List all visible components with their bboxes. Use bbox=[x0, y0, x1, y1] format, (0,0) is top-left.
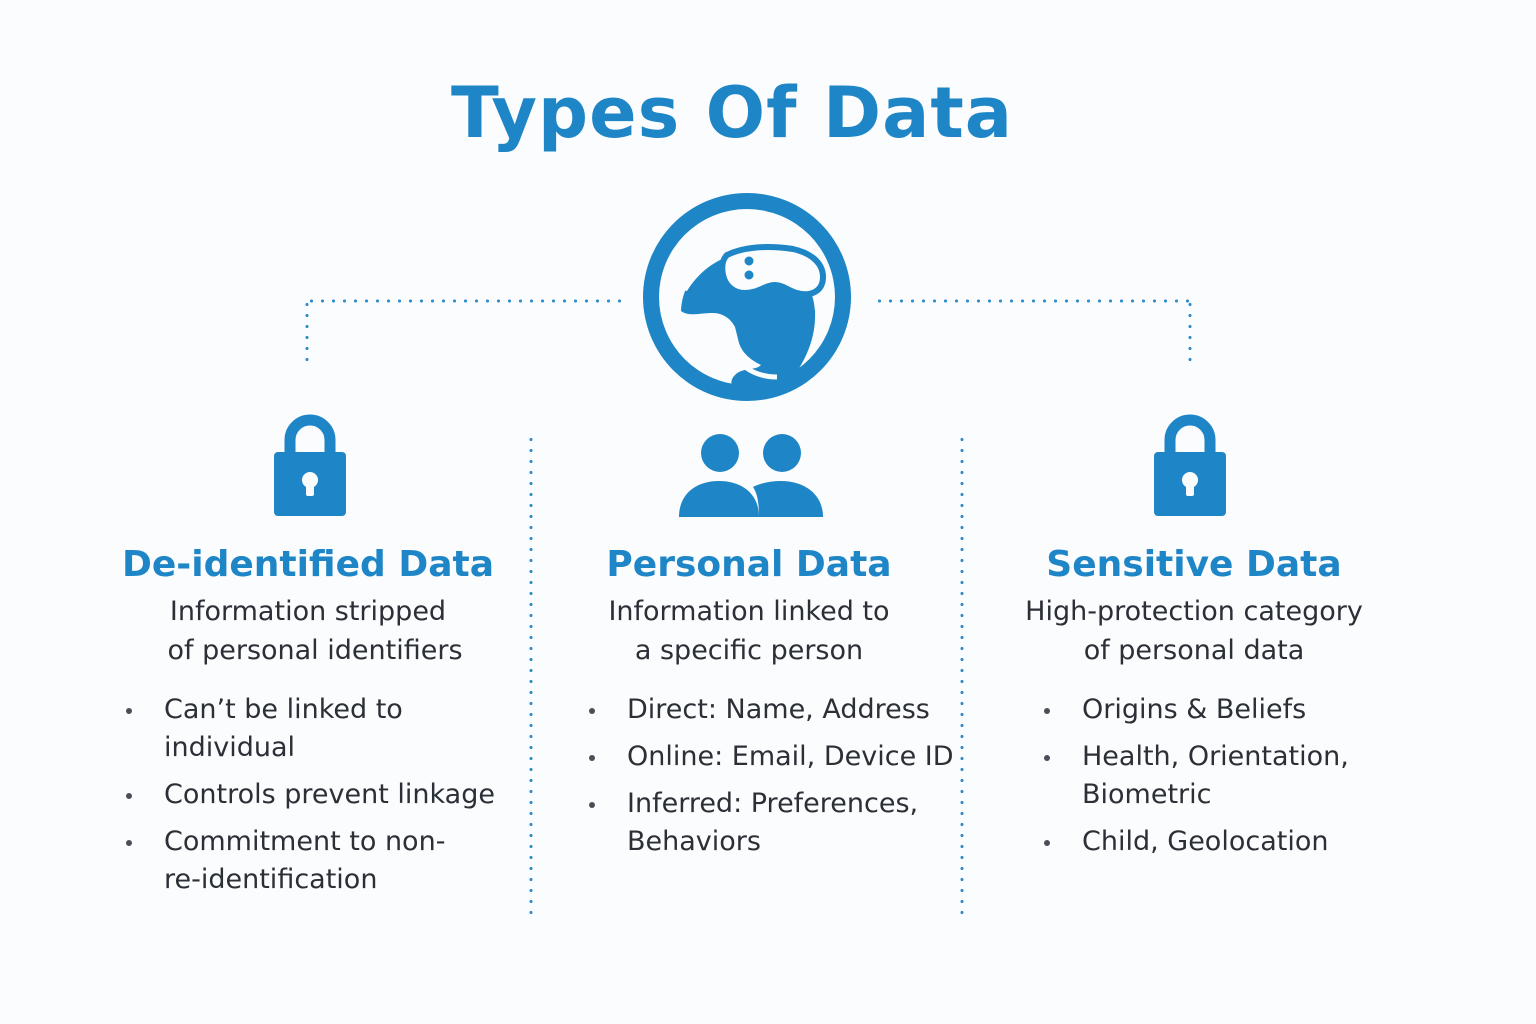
bullet-list: Direct: Name, Address Online: Email, Dev… bbox=[589, 691, 969, 870]
connector-left-horizontal bbox=[306, 299, 622, 303]
column-subtitle: High-protection category of personal dat… bbox=[984, 592, 1404, 670]
bullet-line: Direct: Name, Address bbox=[627, 694, 930, 725]
bullet-dot bbox=[126, 708, 132, 714]
bullet-list: Origins & Beliefs Health, Orientation, B… bbox=[1044, 691, 1404, 870]
bullet-list: Can’t be linked to individual Controls p… bbox=[126, 691, 526, 908]
lock-icon bbox=[1154, 414, 1226, 516]
list-item: Child, Geolocation bbox=[1044, 823, 1404, 861]
bullet-dot bbox=[589, 708, 595, 714]
list-item: Direct: Name, Address bbox=[589, 691, 969, 729]
list-item: Health, Orientation, Biometric bbox=[1044, 738, 1404, 814]
list-item: Origins & Beliefs bbox=[1044, 691, 1404, 729]
bullet-line: Health, Orientation, bbox=[1082, 741, 1349, 772]
list-item: Can’t be linked to individual bbox=[126, 691, 526, 767]
bullet-line: Can’t be linked to bbox=[164, 694, 403, 725]
bullet-dot bbox=[589, 802, 595, 808]
list-item: Inferred: Preferences, Behaviors bbox=[589, 785, 969, 861]
bullet-line: Commitment to non- bbox=[164, 826, 446, 857]
subtitle-line: High-protection category bbox=[1025, 596, 1363, 627]
bullet-line: Controls prevent linkage bbox=[164, 779, 495, 810]
list-item: Commitment to non- re-identification bbox=[126, 823, 526, 899]
bullet-line: Origins & Beliefs bbox=[1082, 694, 1307, 725]
subtitle-line: of personal data bbox=[1083, 635, 1305, 666]
people-icon bbox=[679, 434, 823, 517]
connector-right-vertical bbox=[1188, 299, 1192, 369]
connector-right-horizontal bbox=[874, 299, 1194, 303]
connector-left-vertical bbox=[305, 299, 309, 369]
bullet-line: Behaviors bbox=[627, 826, 761, 857]
subtitle-line: a specific person bbox=[634, 635, 864, 666]
bullet-line: Online: Email, Device ID bbox=[627, 741, 954, 772]
column-subtitle: Information stripped of personal identif… bbox=[98, 592, 518, 670]
bullet-line: individual bbox=[164, 732, 296, 763]
bullet-dot bbox=[1044, 755, 1050, 761]
list-item: Online: Email, Device ID bbox=[589, 738, 969, 776]
column-title: Sensitive Data bbox=[1046, 544, 1342, 585]
bullet-dot bbox=[589, 755, 595, 761]
column-subtitle: Information linked to a specific person bbox=[539, 592, 959, 670]
page-title: Types Of Data bbox=[450, 72, 1014, 154]
column-divider-right bbox=[960, 434, 964, 916]
bullet-dot bbox=[126, 840, 132, 846]
list-item: Controls prevent linkage bbox=[126, 776, 526, 814]
column-title: De-identified Data bbox=[121, 544, 495, 585]
column-title: Personal Data bbox=[606, 544, 892, 585]
bullet-line: Inferred: Preferences, bbox=[627, 788, 919, 819]
bullet-dot bbox=[126, 793, 132, 799]
bullet-dot bbox=[1044, 840, 1050, 846]
subtitle-line: Information stripped bbox=[169, 596, 447, 627]
bullet-line: Child, Geolocation bbox=[1082, 826, 1329, 857]
bullet-dot bbox=[1044, 708, 1050, 714]
vr-headset-head-icon bbox=[643, 193, 851, 401]
subtitle-line: of personal identifiers bbox=[167, 635, 463, 666]
subtitle-line: Information linked to bbox=[608, 596, 890, 627]
lock-icon bbox=[274, 414, 346, 516]
column-divider-left bbox=[529, 434, 533, 916]
bullet-line: re-identification bbox=[164, 864, 378, 895]
bullet-line: Biometric bbox=[1082, 779, 1212, 810]
